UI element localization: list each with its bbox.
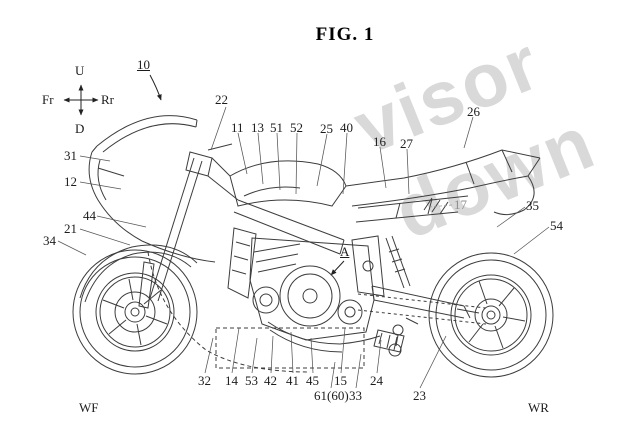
- compass-front-label: Fr: [42, 92, 54, 107]
- ref-label-31: 31: [64, 148, 77, 163]
- ref-label-26: 26: [467, 104, 480, 119]
- rear-shock: [385, 235, 411, 289]
- ref-label-A: A: [340, 244, 350, 259]
- ref-label-27: 27: [400, 136, 413, 151]
- figure-title: FIG. 1: [315, 24, 375, 45]
- front-fork: [138, 143, 239, 309]
- ref-label-11: 11: [231, 120, 244, 135]
- drive-chain: [357, 293, 487, 325]
- rear-wheel: [428, 252, 554, 378]
- ref-label-33: 33: [349, 388, 362, 403]
- main-frame: [233, 199, 385, 297]
- exhaust: [267, 317, 419, 357]
- compass-arrows-icon: [63, 84, 99, 116]
- ref-label-14: 14: [225, 373, 238, 388]
- ref-label-WF: WF: [79, 400, 99, 415]
- engine: [249, 237, 375, 341]
- seat-and-tail: [345, 149, 541, 223]
- ref-label-21: 21: [64, 221, 77, 236]
- ref-label-53: 53: [245, 373, 258, 388]
- front-wheel: [72, 249, 198, 375]
- ref-label-44: 44: [83, 208, 96, 223]
- ref-label-25: 25: [320, 121, 333, 136]
- compass-rear-label: Rr: [101, 92, 114, 107]
- compass-down-label: D: [75, 121, 85, 136]
- ref-label-16: 16: [373, 134, 386, 149]
- ref-label-41: 41: [286, 373, 299, 388]
- annotation-arrows: [149, 74, 345, 276]
- ref-label-45: 45: [306, 373, 319, 388]
- radiator: [227, 227, 257, 299]
- compass-up-label: U: [75, 63, 85, 78]
- ref-label-54: 54: [550, 218, 563, 233]
- ref-label-35: 35: [526, 198, 539, 213]
- ref-label-17: 17: [454, 197, 467, 212]
- ref-label-15: 15: [334, 373, 347, 388]
- ref-label-23: 23: [413, 388, 426, 403]
- ref-label-10: 10: [137, 57, 150, 72]
- ref-label-22: 22: [215, 92, 228, 107]
- ref-label-12: 12: [64, 174, 77, 189]
- lower-fairing-hidden-lines: [147, 251, 365, 373]
- ref-label-24: 24: [370, 373, 383, 388]
- ref-label-40: 40: [340, 120, 353, 135]
- front-fender: [79, 244, 198, 303]
- ref-label-13: 13: [251, 120, 264, 135]
- ref-label-34: 34: [43, 233, 56, 248]
- ref-label-52: 52: [290, 120, 303, 135]
- front-fairing-windscreen: [88, 115, 216, 263]
- ref-label-WR: WR: [528, 400, 549, 415]
- leader-lines: [57, 106, 550, 389]
- ref-label-32: 32: [198, 373, 211, 388]
- ref-label-51: 51: [270, 120, 283, 135]
- ref-label-42: 42: [264, 373, 277, 388]
- ref-label-61(60): 61(60): [314, 388, 349, 403]
- fuel-tank: [229, 160, 347, 207]
